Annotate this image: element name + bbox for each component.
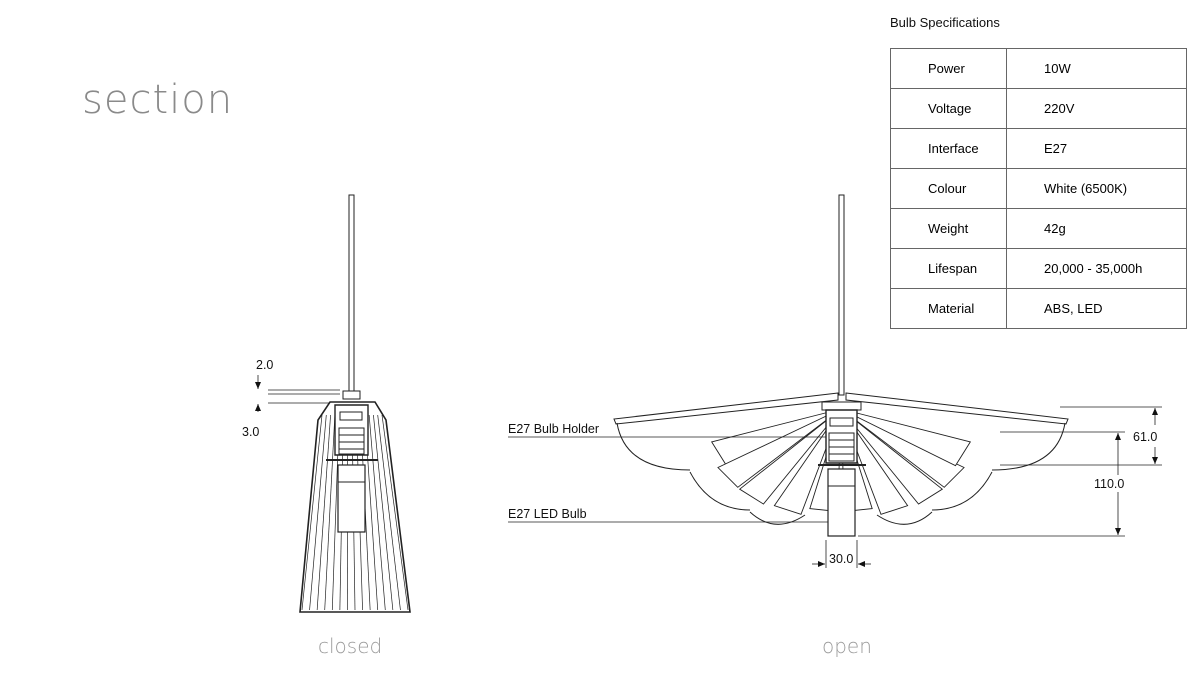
open-cord	[838, 194, 845, 396]
label-bulb-holder: E27 Bulb Holder	[508, 422, 599, 436]
dim-width: 30.0	[829, 552, 853, 566]
closed-cap	[342, 390, 361, 400]
spec-key: Interface	[890, 128, 1007, 169]
closed-shade	[299, 401, 411, 613]
spec-value: E27	[1006, 128, 1187, 169]
dim-small-height: 61.0	[1133, 430, 1157, 444]
closed-dim-top: 2.0	[256, 358, 273, 372]
closed-dim-bottom: 3.0	[242, 425, 259, 439]
label-led-bulb: E27 LED Bulb	[508, 507, 587, 521]
spec-value: 220V	[1006, 88, 1187, 129]
open-spoke-left	[613, 392, 839, 425]
spec-key: Material	[890, 288, 1007, 329]
open-led-bulb	[827, 468, 856, 537]
closed-lamp	[255, 194, 411, 613]
spec-value: 10W	[1006, 48, 1187, 89]
closed-led-bulb	[337, 464, 366, 533]
caption-closed: closed	[318, 634, 383, 658]
caption-open: open	[822, 634, 872, 658]
open-spoke-right	[845, 392, 1069, 425]
closed-holder-thread	[338, 427, 365, 455]
spec-value: 20,000 - 35,000h	[1006, 248, 1187, 289]
open-lamp	[508, 194, 1162, 568]
dim-total-height: 110.0	[1094, 477, 1124, 491]
spec-table-heading: Bulb Specifications	[890, 15, 1000, 30]
closed-cord	[348, 194, 355, 392]
spec-key: Colour	[890, 168, 1007, 209]
spec-key: Lifespan	[890, 248, 1007, 289]
page-title: section	[82, 77, 234, 123]
spec-value: ABS, LED	[1006, 288, 1187, 329]
